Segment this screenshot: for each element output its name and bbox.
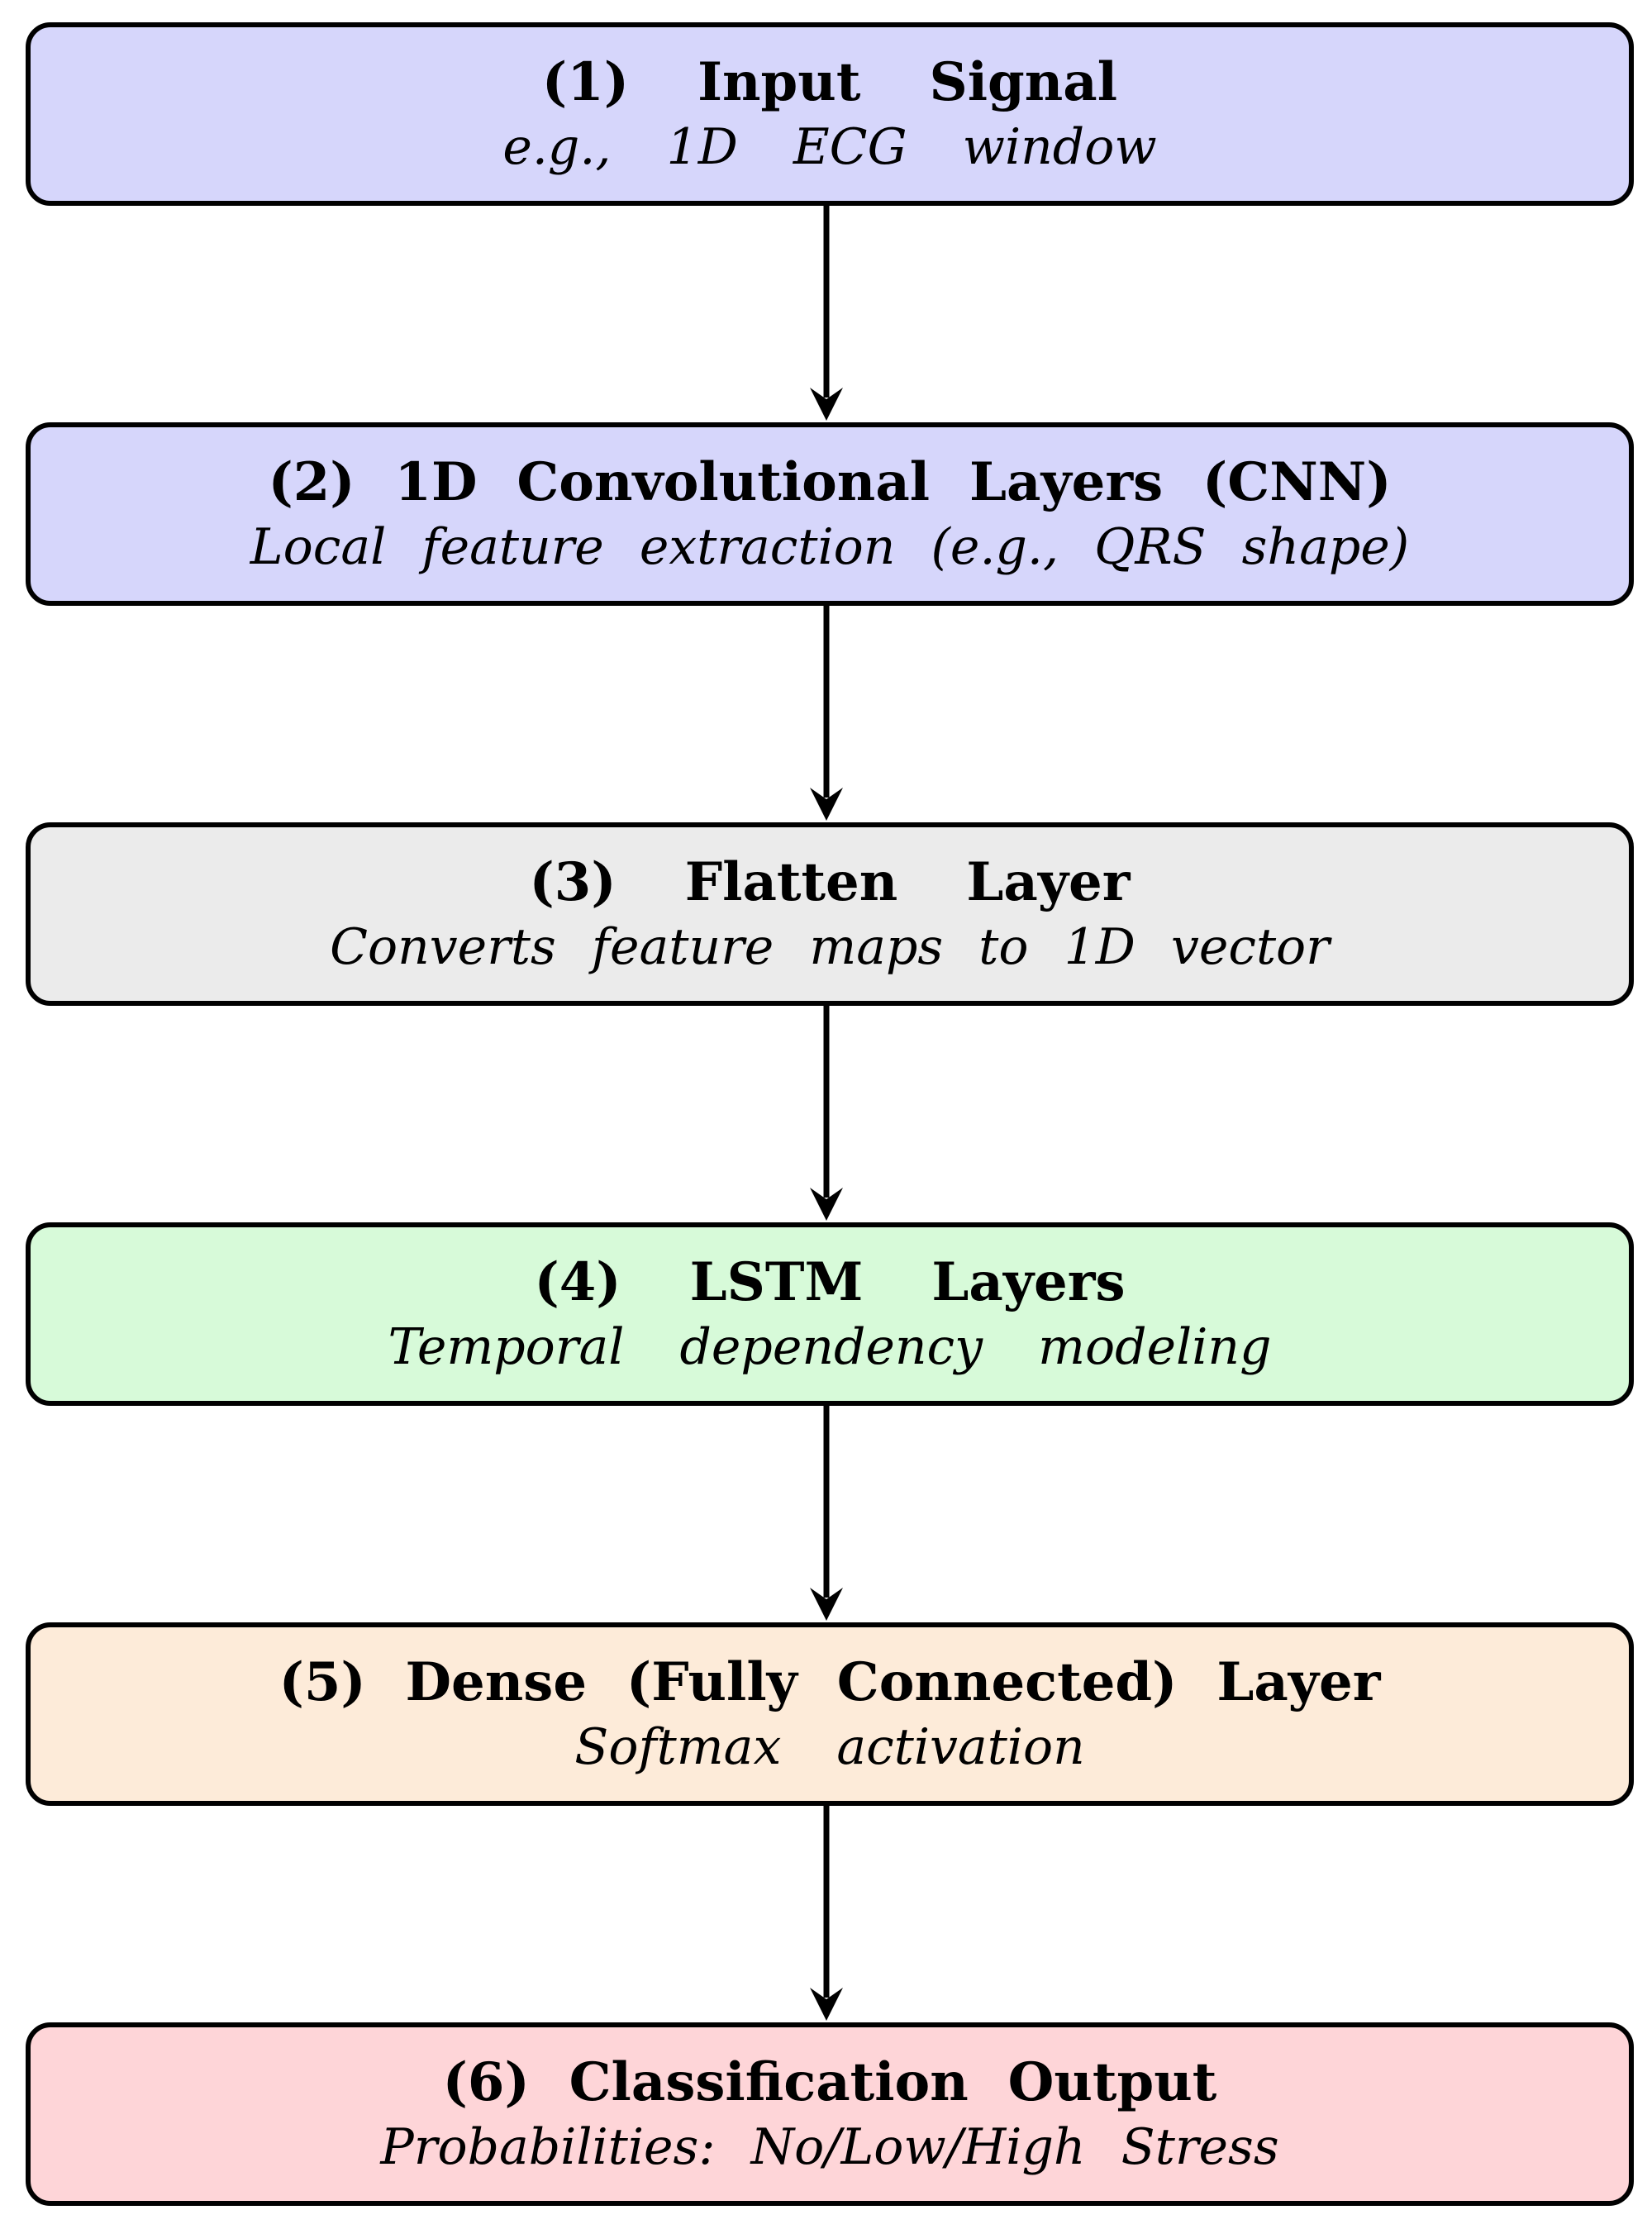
flow-arrow-4-5: [801, 1406, 852, 1622]
box-title: (1) Input Signal: [541, 50, 1118, 113]
box-title: (2) 1D Convolutional Layers (CNN): [268, 450, 1392, 513]
flow-arrow-1-2: [801, 206, 852, 422]
box-subtitle: Temporal dependency modeling: [388, 1318, 1272, 1377]
arrow-head: [810, 788, 843, 821]
flow-arrow-2-3: [801, 606, 852, 822]
box-title: (6) Classification Output: [442, 2050, 1217, 2113]
flow-box-3-flatten-layer: (3) Flatten Layer Converts feature maps …: [26, 822, 1634, 1006]
box-subtitle: e.g., 1D ECG window: [502, 118, 1157, 177]
arrow-down-icon: [810, 1806, 843, 2021]
arrow-down-icon: [810, 206, 843, 421]
box-subtitle: Probabilities: No/Low/High Stress: [380, 2118, 1279, 2177]
box-subtitle: Softmax activation: [574, 1718, 1085, 1777]
flow-box-6-classification-output: (6) Classification Output Probabilities:…: [26, 2022, 1634, 2206]
flow-arrow-5-6: [801, 1806, 852, 2022]
arrow-down-icon: [810, 606, 843, 821]
arrow-head: [810, 1988, 843, 2021]
box-title: (4) LSTM Layers: [534, 1250, 1126, 1313]
box-subtitle: Converts feature maps to 1D vector: [330, 918, 1330, 977]
arrow-down-icon: [810, 1406, 843, 1621]
flow-box-4-lstm-layers: (4) LSTM Layers Temporal dependency mode…: [26, 1222, 1634, 1406]
flow-box-2-cnn-layers: (2) 1D Convolutional Layers (CNN) Local …: [26, 422, 1634, 606]
box-title: (5) Dense (Fully Connected) Layer: [279, 1650, 1381, 1713]
arrow-head: [810, 1188, 843, 1221]
flow-arrow-3-4: [801, 1006, 852, 1222]
flow-box-5-dense-layer: (5) Dense (Fully Connected) Layer Softma…: [26, 1622, 1634, 1806]
arrow-head: [810, 388, 843, 421]
box-title: (3) Flatten Layer: [529, 850, 1131, 913]
flow-box-1-input-signal: (1) Input Signal e.g., 1D ECG window: [26, 22, 1634, 206]
arrow-down-icon: [810, 1006, 843, 1221]
box-subtitle: Local feature extraction (e.g., QRS shap…: [250, 518, 1410, 577]
arrow-head: [810, 1588, 843, 1621]
